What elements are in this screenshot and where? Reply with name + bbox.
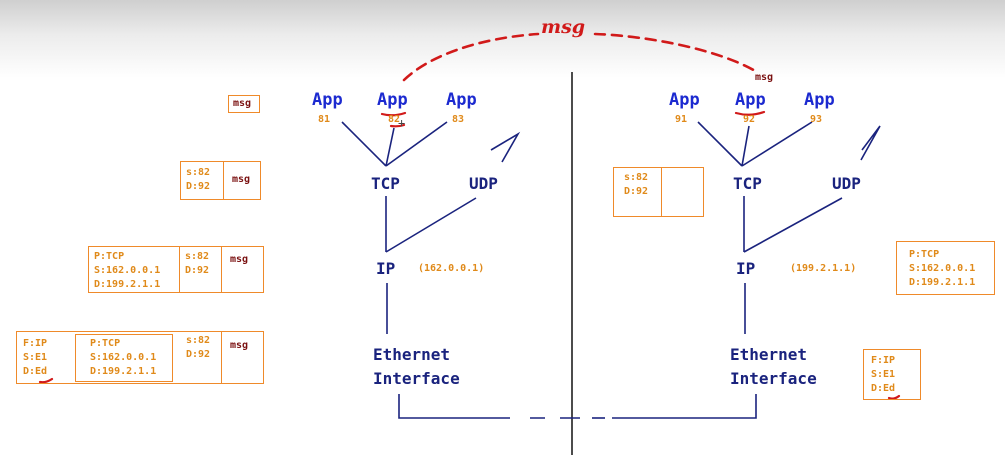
right-ip-address: (199.2.1.1) [790, 263, 857, 274]
left-app-83: App [446, 90, 477, 110]
left-tcp: TCP [371, 174, 400, 193]
msg-arc [402, 32, 540, 82]
right-port-92: 92 [743, 114, 756, 125]
right-packet-eth-dst: D:Ed [871, 383, 896, 394]
left-udp: UDP [469, 174, 498, 193]
right-app-92: App [735, 90, 766, 110]
left-port-83: 83 [452, 114, 465, 125]
right-packet-ip-proto: P:TCP [909, 249, 940, 260]
right-packet-eth-type: F:IP [871, 355, 896, 366]
left-packet-eth-port-dst: D:92 [186, 349, 211, 360]
right-interface: Interface [730, 369, 817, 388]
right-packet-ip-dst: D:199.2.1.1 [909, 277, 976, 288]
left-packet-tcp-src: s:82 [186, 167, 211, 178]
right-udp: UDP [832, 174, 861, 193]
left-packet-tcp-payload: msg [223, 162, 260, 199]
left-port-82: 82 [388, 114, 401, 125]
left-packet-eth-dst: D:Ed [23, 366, 48, 377]
right-msg-label: msg [755, 72, 774, 83]
left-packet-ip-dst: D:199.2.1.1 [94, 279, 161, 290]
right-packet-tcp-src: s:82 [624, 172, 649, 183]
left-packet-tcp: s:82 D:92 msg [180, 161, 261, 200]
left-packet-eth-tcp: s:82 D:92 [174, 332, 220, 383]
left-interface: Interface [373, 369, 460, 388]
left-app-81: App [312, 90, 343, 110]
left-packet-ip-tcp: s:82 D:92 [179, 247, 221, 292]
left-packet-ip-src: S:162.0.0.1 [94, 265, 161, 276]
left-packet-eth-msg: msg [230, 340, 249, 351]
right-port-93: 93 [810, 114, 823, 125]
right-packet-eth: F:IP S:E1 D:Ed [863, 349, 921, 400]
left-packet-eth-port-src: s:82 [186, 335, 211, 346]
left-packet-eth-ip: P:TCP S:162.0.0.1 D:199.2.1.1 [75, 334, 173, 382]
left-ip-address: (162.0.0.1) [418, 263, 485, 274]
left-packet-ip-port-dst: D:92 [185, 265, 210, 276]
left-packet-ip: P:TCP S:162.0.0.1 D:199.2.1.1 s:82 D:92 … [88, 246, 264, 293]
left-packet-app: msg [228, 95, 260, 113]
right-app-93: App [804, 90, 835, 110]
left-packet-eth-payload: msg [221, 332, 263, 383]
left-app-82: App [377, 90, 408, 110]
left-packet-eth-ip-src: S:162.0.0.1 [90, 352, 157, 363]
left-port-81: 81 [318, 114, 331, 125]
right-ip: IP [736, 259, 756, 278]
right-packet-tcp-payload [661, 168, 703, 216]
left-packet-eth: F:IP S:E1 D:Ed P:TCP S:162.0.0.1 D:199.2… [16, 331, 264, 384]
left-packet-ip-payload: msg [221, 247, 263, 292]
right-app-91: App [669, 90, 700, 110]
left-ip: IP [376, 259, 396, 278]
cursor-cross: + [398, 116, 406, 130]
left-packet-eth-type: F:IP [23, 338, 48, 349]
left-packet-ip-proto: P:TCP [94, 251, 125, 262]
right-port-91: 91 [675, 114, 688, 125]
right-tcp: TCP [733, 174, 762, 193]
arc-msg-label: msg [541, 16, 586, 38]
right-packet-ip-src: S:162.0.0.1 [909, 263, 976, 274]
msg-arc-right [593, 32, 759, 74]
right-packet-tcp: s:82 D:92 [613, 167, 704, 217]
left-packet-ip-port-src: s:82 [185, 251, 210, 262]
left-ethernet: Ethernet [373, 345, 451, 364]
right-packet-tcp-dst: D:92 [624, 186, 649, 197]
left-packet-eth-ip-dst: D:199.2.1.1 [90, 366, 157, 377]
left-packet-app-msg: msg [233, 98, 252, 109]
right-ethernet: Ethernet [730, 345, 808, 364]
right-packet-ip: P:TCP S:162.0.0.1 D:199.2.1.1 [896, 241, 995, 295]
left-packet-eth-src: S:E1 [23, 352, 48, 363]
left-packet-tcp-dst: D:92 [186, 181, 211, 192]
left-packet-tcp-msg: msg [232, 174, 251, 185]
right-packet-eth-src: S:E1 [871, 369, 896, 380]
left-packet-eth-ip-proto: P:TCP [90, 338, 121, 349]
left-packet-ip-msg: msg [230, 254, 249, 265]
